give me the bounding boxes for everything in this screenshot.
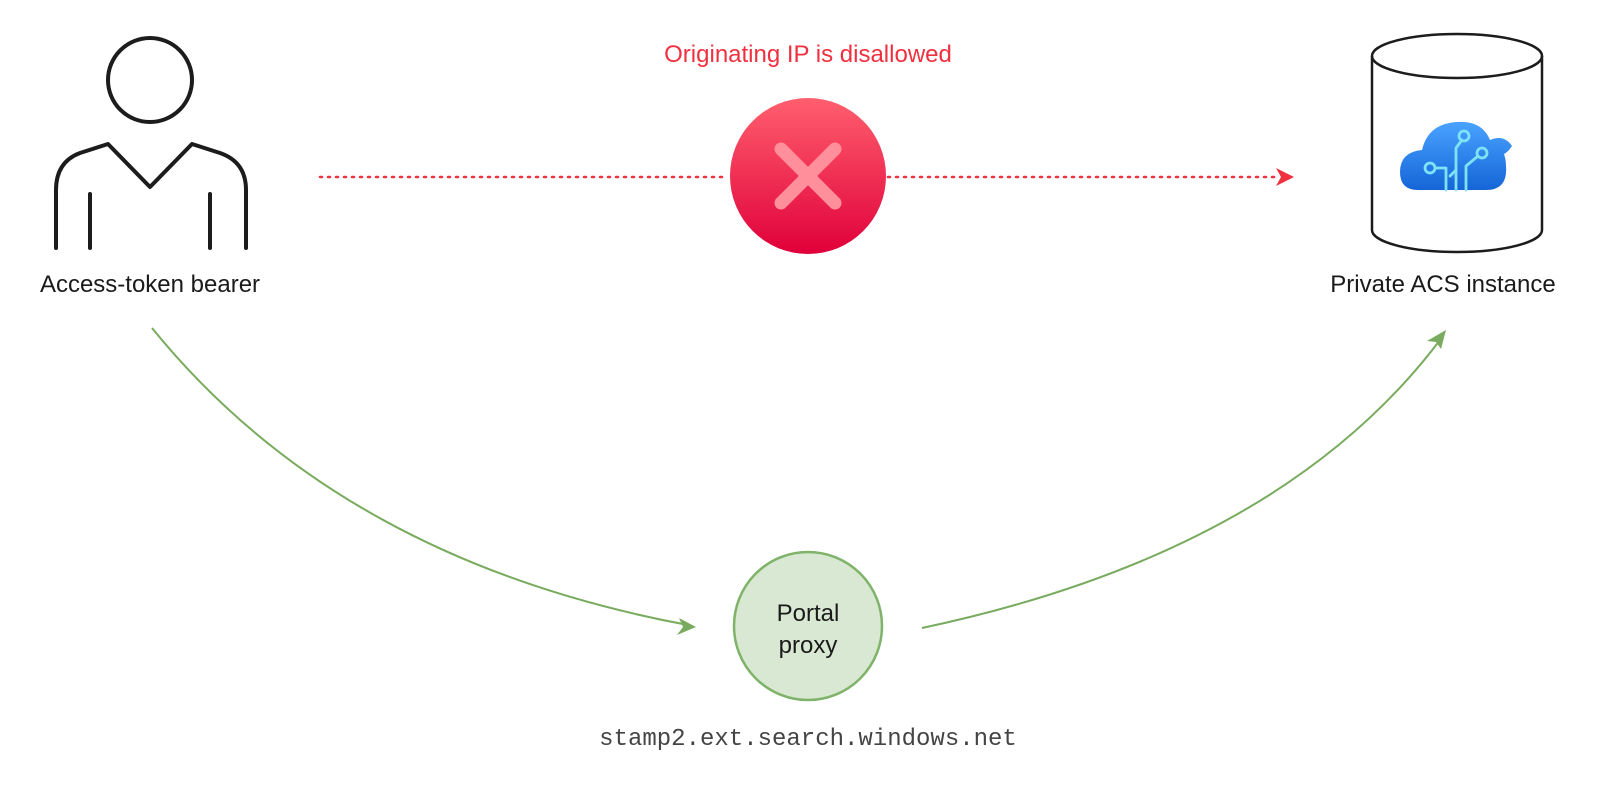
portal-proxy-node	[732, 550, 884, 702]
blocked-arrowhead	[1276, 168, 1294, 186]
acs-label: Private ACS instance	[1330, 271, 1556, 298]
allowed-curve-user-to-proxy	[151, 327, 689, 626]
blocked-arrow	[318, 168, 1294, 186]
person-icon	[54, 36, 248, 250]
allowed-path	[151, 327, 1446, 635]
proxy-label-line1: Portal	[776, 600, 840, 627]
cloud-circuit-icon	[1400, 121, 1512, 192]
allowed-arrowhead-acs	[1427, 330, 1446, 349]
database-cylinder-icon	[1370, 32, 1544, 254]
allowed-curve-proxy-to-acs	[921, 339, 1441, 629]
proxy-label: Portal proxy	[748, 598, 868, 662]
person-head	[106, 36, 194, 124]
proxy-hostname: stamp2.ext.search.windows.net	[599, 726, 1017, 753]
error-x-icon	[730, 98, 886, 254]
blocked-label: Originating IP is disallowed	[664, 41, 952, 68]
allowed-arrowhead-proxy	[677, 618, 696, 635]
user-label: Access-token bearer	[39, 271, 261, 298]
proxy-label-line2: proxy	[778, 632, 838, 659]
person-body	[54, 142, 248, 250]
